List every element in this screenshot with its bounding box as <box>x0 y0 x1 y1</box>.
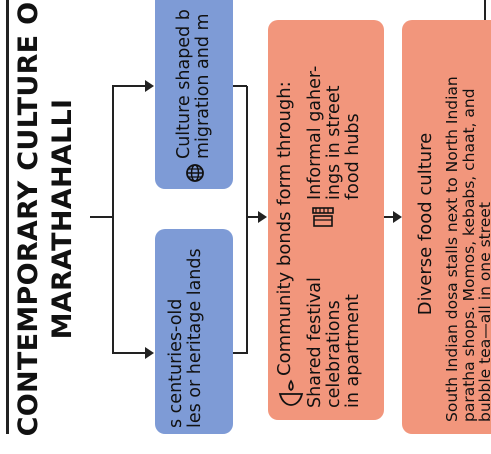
heritage-box: s centuries-old les or heritage lands <box>155 229 233 434</box>
diagram-title: CONTEMPORARY CULTURE O MARATHAHALLI <box>12 0 80 454</box>
food-description: South Indian dosa stalls next to North I… <box>443 76 491 422</box>
connector-heritage-down <box>233 352 247 354</box>
arrowhead-community <box>258 211 267 223</box>
title-line-2: MARATHAHALLI <box>47 98 78 340</box>
connector-merge-horizontal <box>246 86 248 354</box>
arrowhead-right-box <box>145 80 154 92</box>
connector-horizontal-split <box>112 86 114 354</box>
title-line-1: CONTEMPORARY CULTURE O <box>13 1 44 437</box>
globe-icon <box>185 163 205 183</box>
heritage-text: s centuries-old les or heritage lands <box>166 248 205 428</box>
arrowhead-left-box <box>145 347 154 359</box>
street-text: Informal gaher- ings in street food hubs <box>305 65 363 200</box>
left-border-line <box>6 0 9 434</box>
diya-lamp-icon <box>276 378 306 408</box>
community-heading: Community bonds form through: <box>274 81 295 376</box>
festival-text: Shared festival celebrations in apartmen… <box>305 277 363 408</box>
food-heading: Diverse food culture <box>415 132 436 316</box>
migration-text: Culture shaped b migration and m <box>174 9 213 159</box>
arrowhead-food <box>393 211 402 223</box>
connector-title-down <box>90 216 112 218</box>
food-stall-icon <box>310 204 336 230</box>
connector-migration-down <box>233 85 247 87</box>
diagram-canvas: CONTEMPORARY CULTURE O MARATHAHALLI s ce… <box>6 0 491 436</box>
community-box: Community bonds form through: Shared fes… <box>268 20 384 420</box>
food-box: Diverse food culture South Indian dosa s… <box>402 20 491 434</box>
migration-box: Culture shaped b migration and m <box>155 0 233 189</box>
